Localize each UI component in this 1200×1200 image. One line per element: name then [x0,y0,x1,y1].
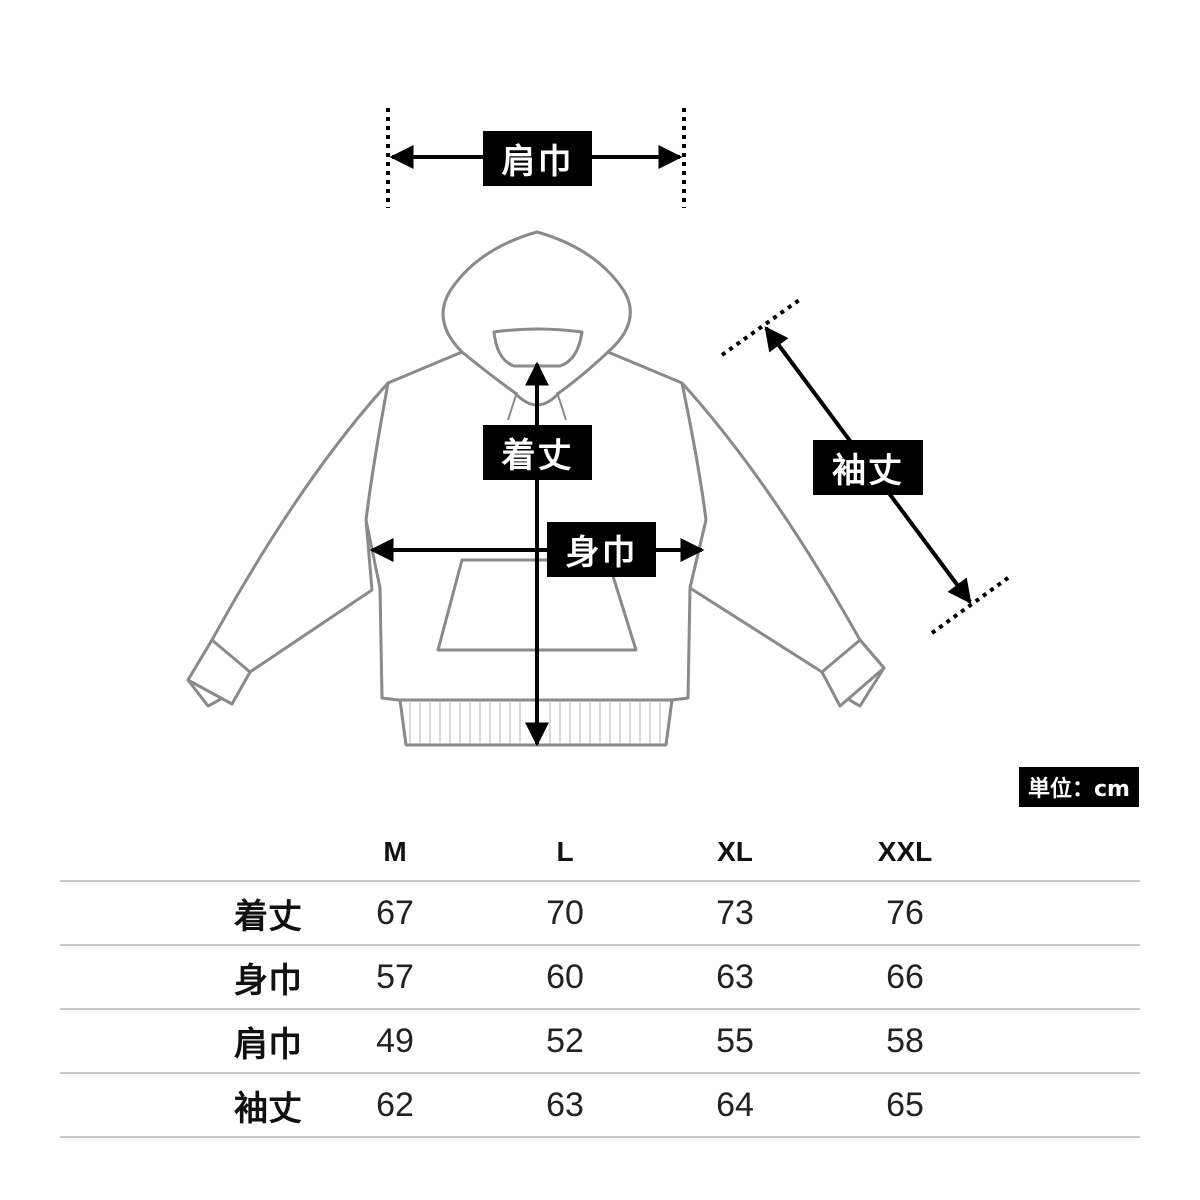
table-cell: 58 [820,1009,990,1074]
table-cell: 67 [310,881,480,946]
unit-label: 単位：cm [1019,767,1139,807]
table-cell: 52 [480,1009,650,1074]
chest-label: 身巾 [547,522,656,577]
size-table: M L XL XXL 着丈 67 70 73 76 身巾 57 60 63 66… [60,824,1140,1138]
table-row: 着丈 67 70 73 76 [60,881,1140,946]
row-label: 着丈 [60,881,310,946]
table-row: 袖丈 62 63 64 65 [60,1073,1140,1138]
table-cell: 63 [480,1073,650,1138]
table-cell: 63 [650,945,820,1010]
table-header-row: M L XL XXL [60,824,1140,882]
length-label: 着丈 [483,425,592,480]
size-header: XL [650,824,820,882]
hoodie-hood [441,230,632,407]
row-label: 袖丈 [60,1073,310,1138]
hoodie-right-cuff [820,638,886,708]
table-cell: 49 [310,1009,480,1074]
sleeve-label: 袖丈 [813,440,923,495]
hoodie-outline [186,230,886,747]
table-row: 肩巾 49 52 55 58 [60,1009,1140,1074]
size-header: M [310,824,480,882]
table-cell: 65 [820,1073,990,1138]
table-row: 身巾 57 60 63 66 [60,945,1140,1010]
hoodie-left-sleeve [186,381,390,708]
table-cell: 57 [310,945,480,1010]
table-cell: 64 [650,1073,820,1138]
table-cell: 76 [820,881,990,946]
table-cell: 66 [820,945,990,1010]
size-header: XXL [820,824,990,882]
hoodie-left-cuff [186,638,252,706]
table-cell: 73 [650,881,820,946]
size-header: L [480,824,650,882]
shoulder-label: 肩巾 [483,131,592,186]
table-cell: 62 [310,1073,480,1138]
table-cell: 55 [650,1009,820,1074]
hoodie-diagram [186,108,1014,747]
table-cell: 70 [480,881,650,946]
row-label: 身巾 [60,945,310,1010]
row-label: 肩巾 [60,1009,310,1074]
table-cell: 60 [480,945,650,1010]
